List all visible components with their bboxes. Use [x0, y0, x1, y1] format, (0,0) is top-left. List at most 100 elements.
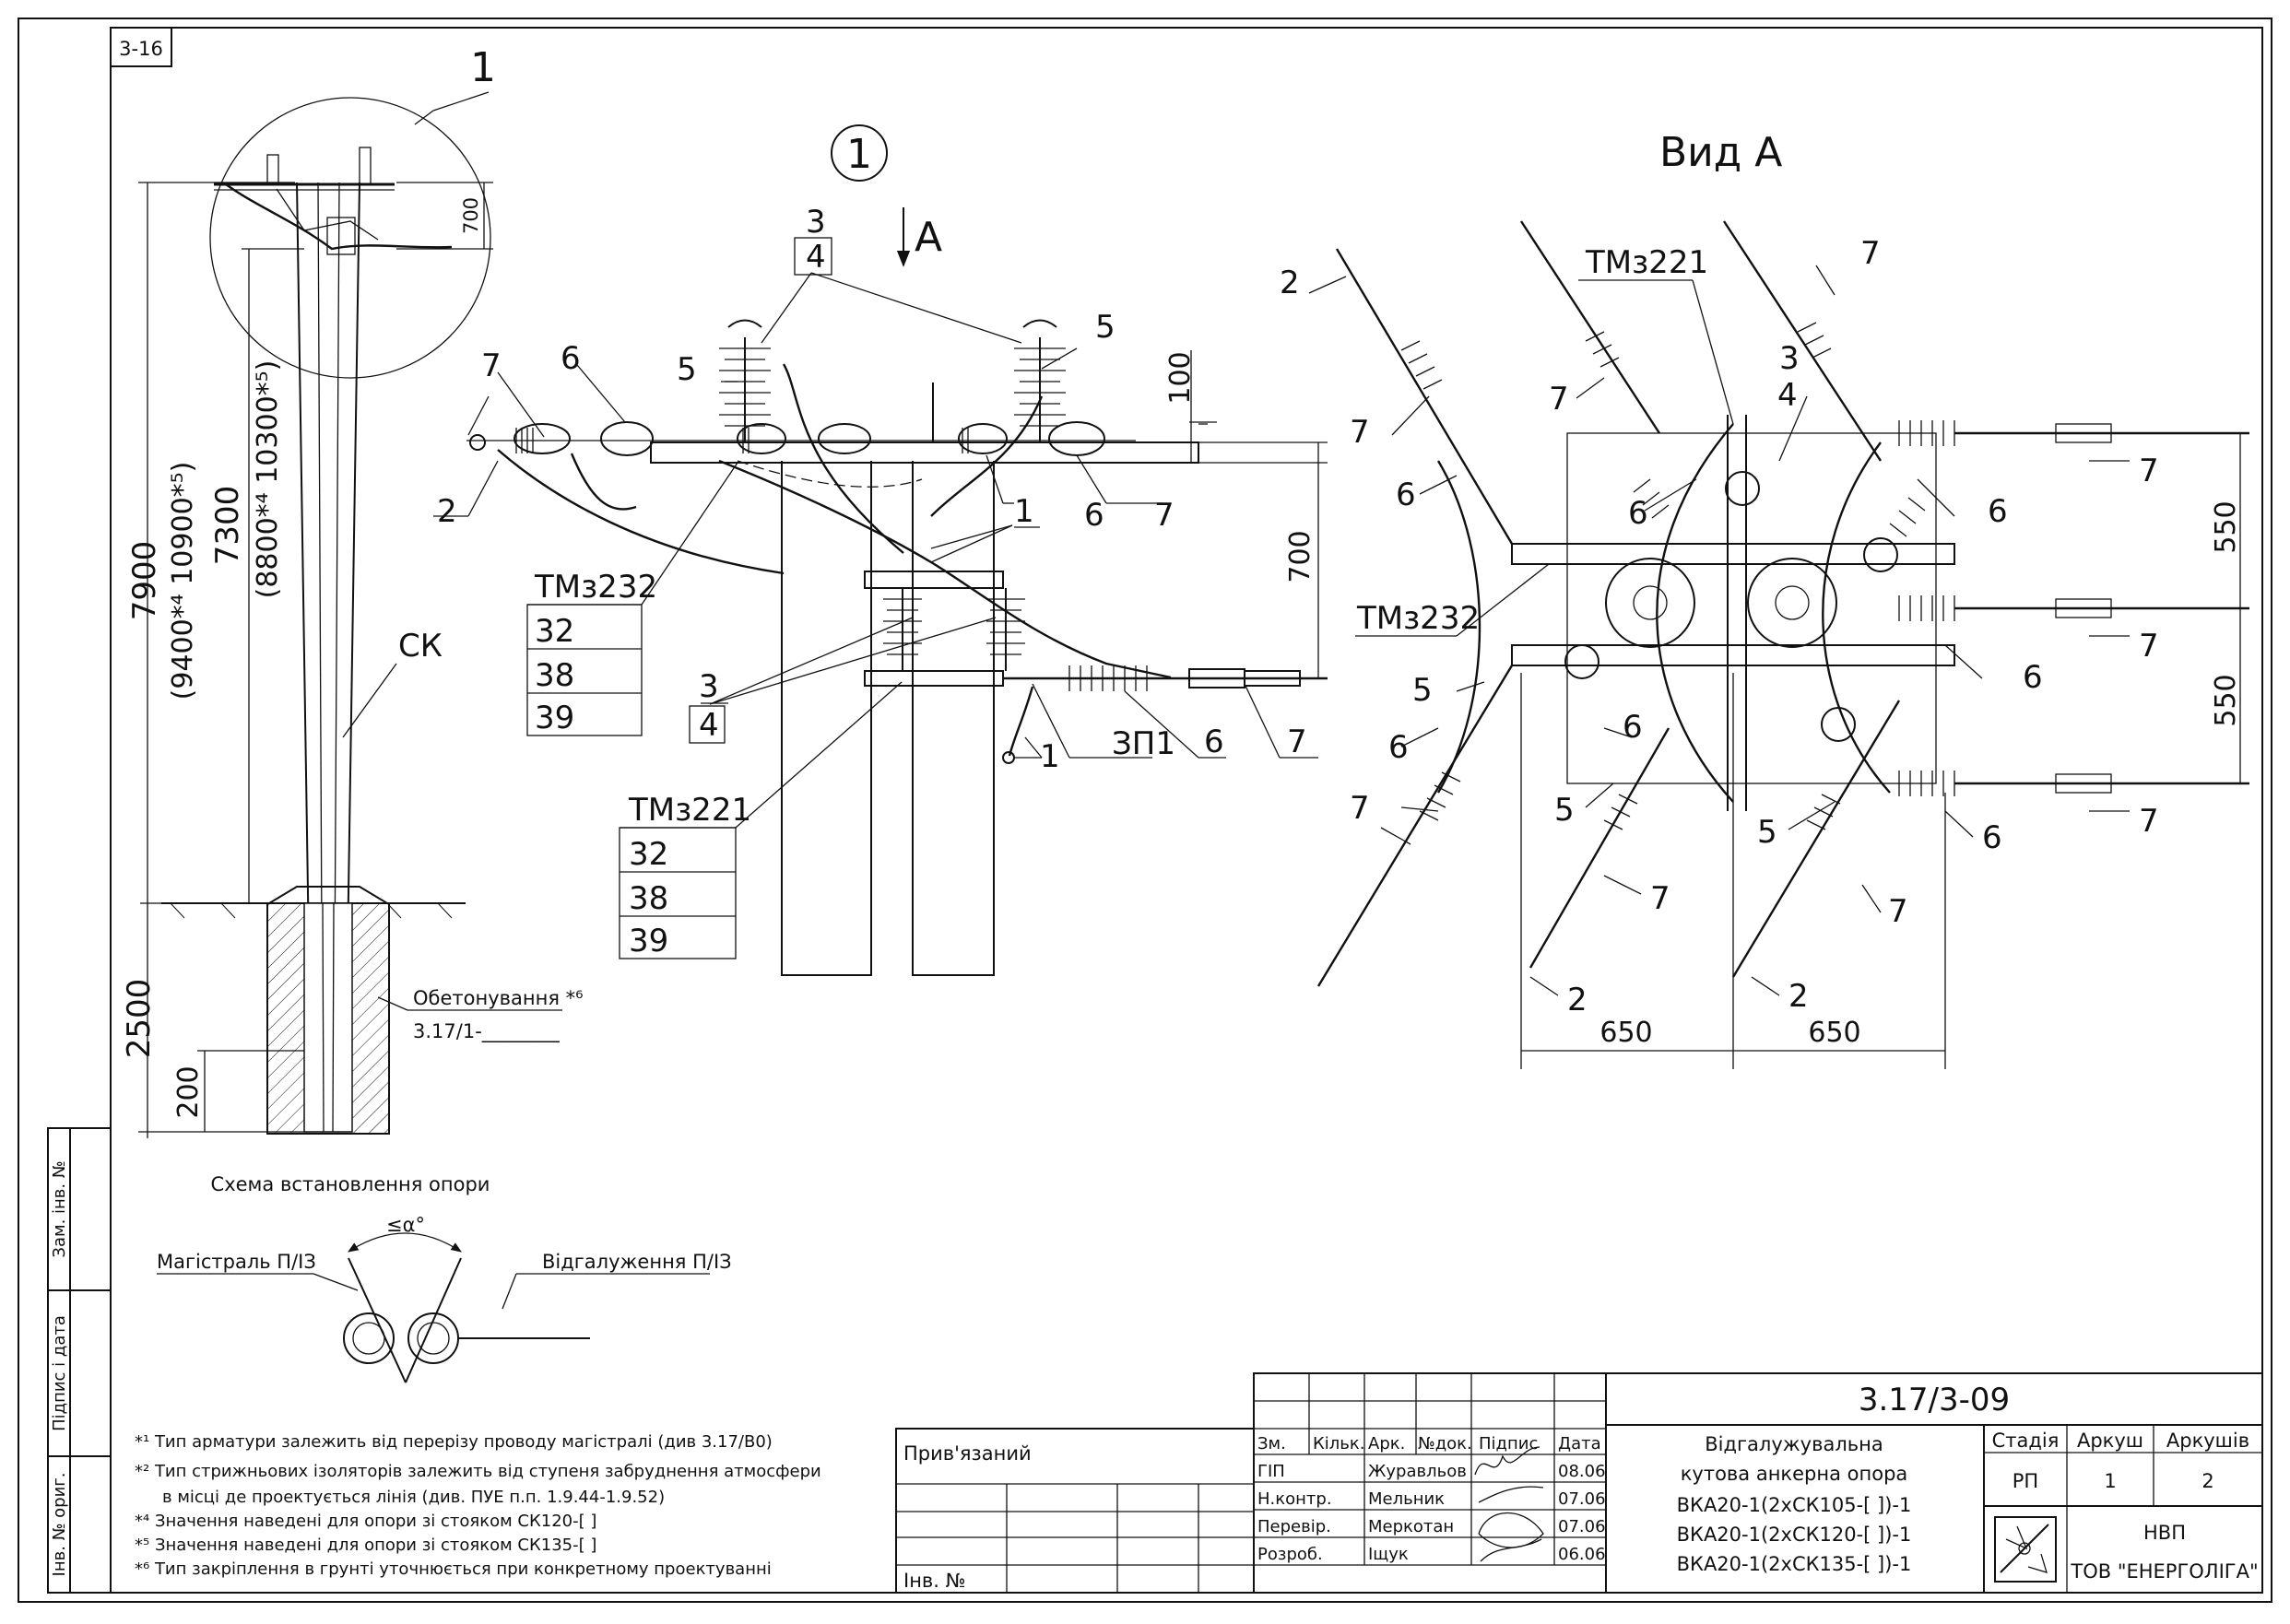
ref-7-a: 7 [481, 347, 502, 384]
outer-frame [18, 18, 2272, 1603]
ground-label: ЗП1 [1112, 725, 1175, 762]
tm221-row-2: 38 [629, 880, 668, 917]
dim-total: 7900 [126, 541, 163, 621]
dim-above: 7300 [209, 486, 246, 566]
hdr-date: Дата [1558, 1434, 1601, 1453]
name-2: Меркотан [1368, 1517, 1454, 1536]
ref-7-c: 7 [1287, 724, 1307, 760]
side-stamp-1: Зам. інв. № [50, 1160, 69, 1257]
plan-ref-3: 3 [1779, 340, 1800, 377]
ref-7-b: 7 [1154, 497, 1175, 534]
sheets-label: Аркушів [2166, 1430, 2249, 1452]
sheets-value: 2 [2201, 1470, 2213, 1492]
ref-1-a: 1 [1014, 493, 1034, 530]
plan-ref-7-a: 7 [1350, 414, 1370, 451]
name-0: Журавльов [1368, 1462, 1467, 1481]
plan-ref-6-a: 6 [1396, 477, 1416, 513]
date-1: 07.06 [1558, 1489, 1606, 1509]
sheet-label: Аркуш [2077, 1430, 2143, 1452]
pole-ck-label: СК [398, 628, 443, 665]
doc-code: 3.17/3-09 [1859, 1382, 2010, 1418]
plan-ref-6-f: 6 [1623, 709, 1643, 746]
plan-ref-6-b: 6 [1628, 495, 1648, 532]
role-3: Розроб. [1257, 1545, 1323, 1564]
angle-label: ≤α° [386, 1214, 425, 1236]
plan-dim-650-a: 650 [1599, 1017, 1652, 1049]
tm232-table: ТМз232 32 38 39 [526, 462, 738, 736]
tm221-row-1: 32 [629, 836, 668, 873]
date-0: 08.06 [1558, 1462, 1606, 1481]
ref-4-a: 4 [806, 239, 826, 276]
corner-box [110, 27, 172, 67]
dim-ground: 2500 [121, 979, 158, 1059]
strain-strings [466, 421, 1136, 456]
notes: *¹ Тип арматури залежить від перерізу пр… [135, 1432, 821, 1579]
detail-callout-label: 1 [470, 44, 496, 91]
plan-ref-4: 4 [1777, 377, 1798, 414]
pole-caption: Схема встановлення опори [211, 1173, 490, 1195]
inner-frame [110, 27, 2263, 1594]
hdr-zm: Зм. [1257, 1434, 1286, 1453]
dim-100: 100 [1164, 351, 1197, 404]
plan-ref-6-c: 6 [1988, 493, 2008, 530]
detail-circle [209, 97, 491, 379]
plan-ref-6-d: 6 [2023, 659, 2043, 696]
dim-700: 700 [1284, 530, 1316, 583]
tm232-code: ТМз232 [534, 569, 657, 606]
diagonal-discs [1400, 322, 1926, 830]
view-a: Вид А [1280, 129, 2249, 1069]
dim-base: 200 [172, 1065, 205, 1118]
ref-3-b: 3 [699, 668, 719, 705]
desc-2: ВКА20-1(2хСК105-[ ])-1 [1677, 1494, 1912, 1516]
title-block: Прив'язаний Інв. № Зм. Кільк. Арк. №док.… [895, 1372, 2263, 1594]
ref-6-c: 6 [1204, 724, 1224, 760]
plan-ref-7-i: 7 [1888, 893, 1908, 930]
plan-tm232: ТМз232 [1356, 600, 1480, 637]
tm221-table: ТМз221 32 38 39 [619, 681, 903, 959]
plan-ref-7-h: 7 [1650, 880, 1670, 917]
note-2: *² Тип стрижньових ізоляторів залежить в… [135, 1462, 821, 1481]
desc-4: ВКА20-1(2хСК135-[ ])-1 [1677, 1553, 1912, 1575]
hdr-sheet: Арк. [1368, 1434, 1405, 1453]
desc-3: ВКА20-1(2хСК120-[ ])-1 [1677, 1524, 1912, 1546]
tm232-row-1: 32 [535, 613, 574, 650]
side-stamp-2: Підпис і дата [50, 1315, 69, 1431]
pole-scheme: 1 СК Обетонування *⁶ 3.17/1-______ [121, 44, 584, 1195]
ref-5-b: 5 [1095, 309, 1115, 346]
tm221-row-3: 39 [629, 923, 668, 959]
detail-1-callout: 1 [846, 131, 872, 178]
role-0: ГІП [1257, 1462, 1285, 1481]
dim-total-alt: (9400*⁴ 10900*⁵) [167, 462, 199, 700]
org-line-2: ТОВ "ЕНЕРГОЛІГА" [2070, 1560, 2258, 1583]
company-logo [1994, 1516, 2057, 1583]
role-2: Перевір. [1257, 1517, 1331, 1536]
tm232-row-3: 39 [535, 700, 574, 736]
view-a-title: Вид А [1659, 129, 1782, 176]
name-3: Іщук [1368, 1545, 1409, 1564]
hdr-sign: Підпис [1479, 1434, 1538, 1453]
ref-1-b: 1 [1040, 738, 1060, 775]
hdr-doc: №док. [1418, 1434, 1472, 1453]
date-2: 07.06 [1558, 1517, 1606, 1536]
plan-dim-650-b: 650 [1808, 1017, 1860, 1049]
date-3: 06.06 [1558, 1545, 1606, 1564]
ref-4-b: 4 [699, 707, 719, 744]
signature-2 [1478, 1512, 1544, 1548]
plan-ref-2-a: 2 [1280, 265, 1300, 301]
ref-3-a: 3 [806, 204, 826, 241]
tm232-row-2: 38 [535, 657, 574, 694]
desc-0: Відгалужувальна [1705, 1433, 1883, 1455]
plan-ref-5-b: 5 [1554, 792, 1575, 829]
ref-5-a: 5 [677, 351, 697, 388]
note-5: *⁵ Значення наведені для опори зі стояко… [135, 1536, 596, 1555]
note-4: *⁴ Значення наведені для опори зі стояко… [135, 1512, 596, 1531]
role-1: Н.контр. [1257, 1489, 1332, 1509]
ref-6-b: 6 [1084, 497, 1104, 534]
plan-dim-550-a: 550 [2210, 500, 2242, 553]
plan-ref-6-g: 6 [1982, 819, 2002, 856]
plan-ref-5-c: 5 [1757, 814, 1777, 851]
side-stamp: Зам. інв. № Підпис і дата Інв. № ориг. [47, 1127, 112, 1594]
plan-dim-550-b: 550 [2210, 674, 2242, 726]
